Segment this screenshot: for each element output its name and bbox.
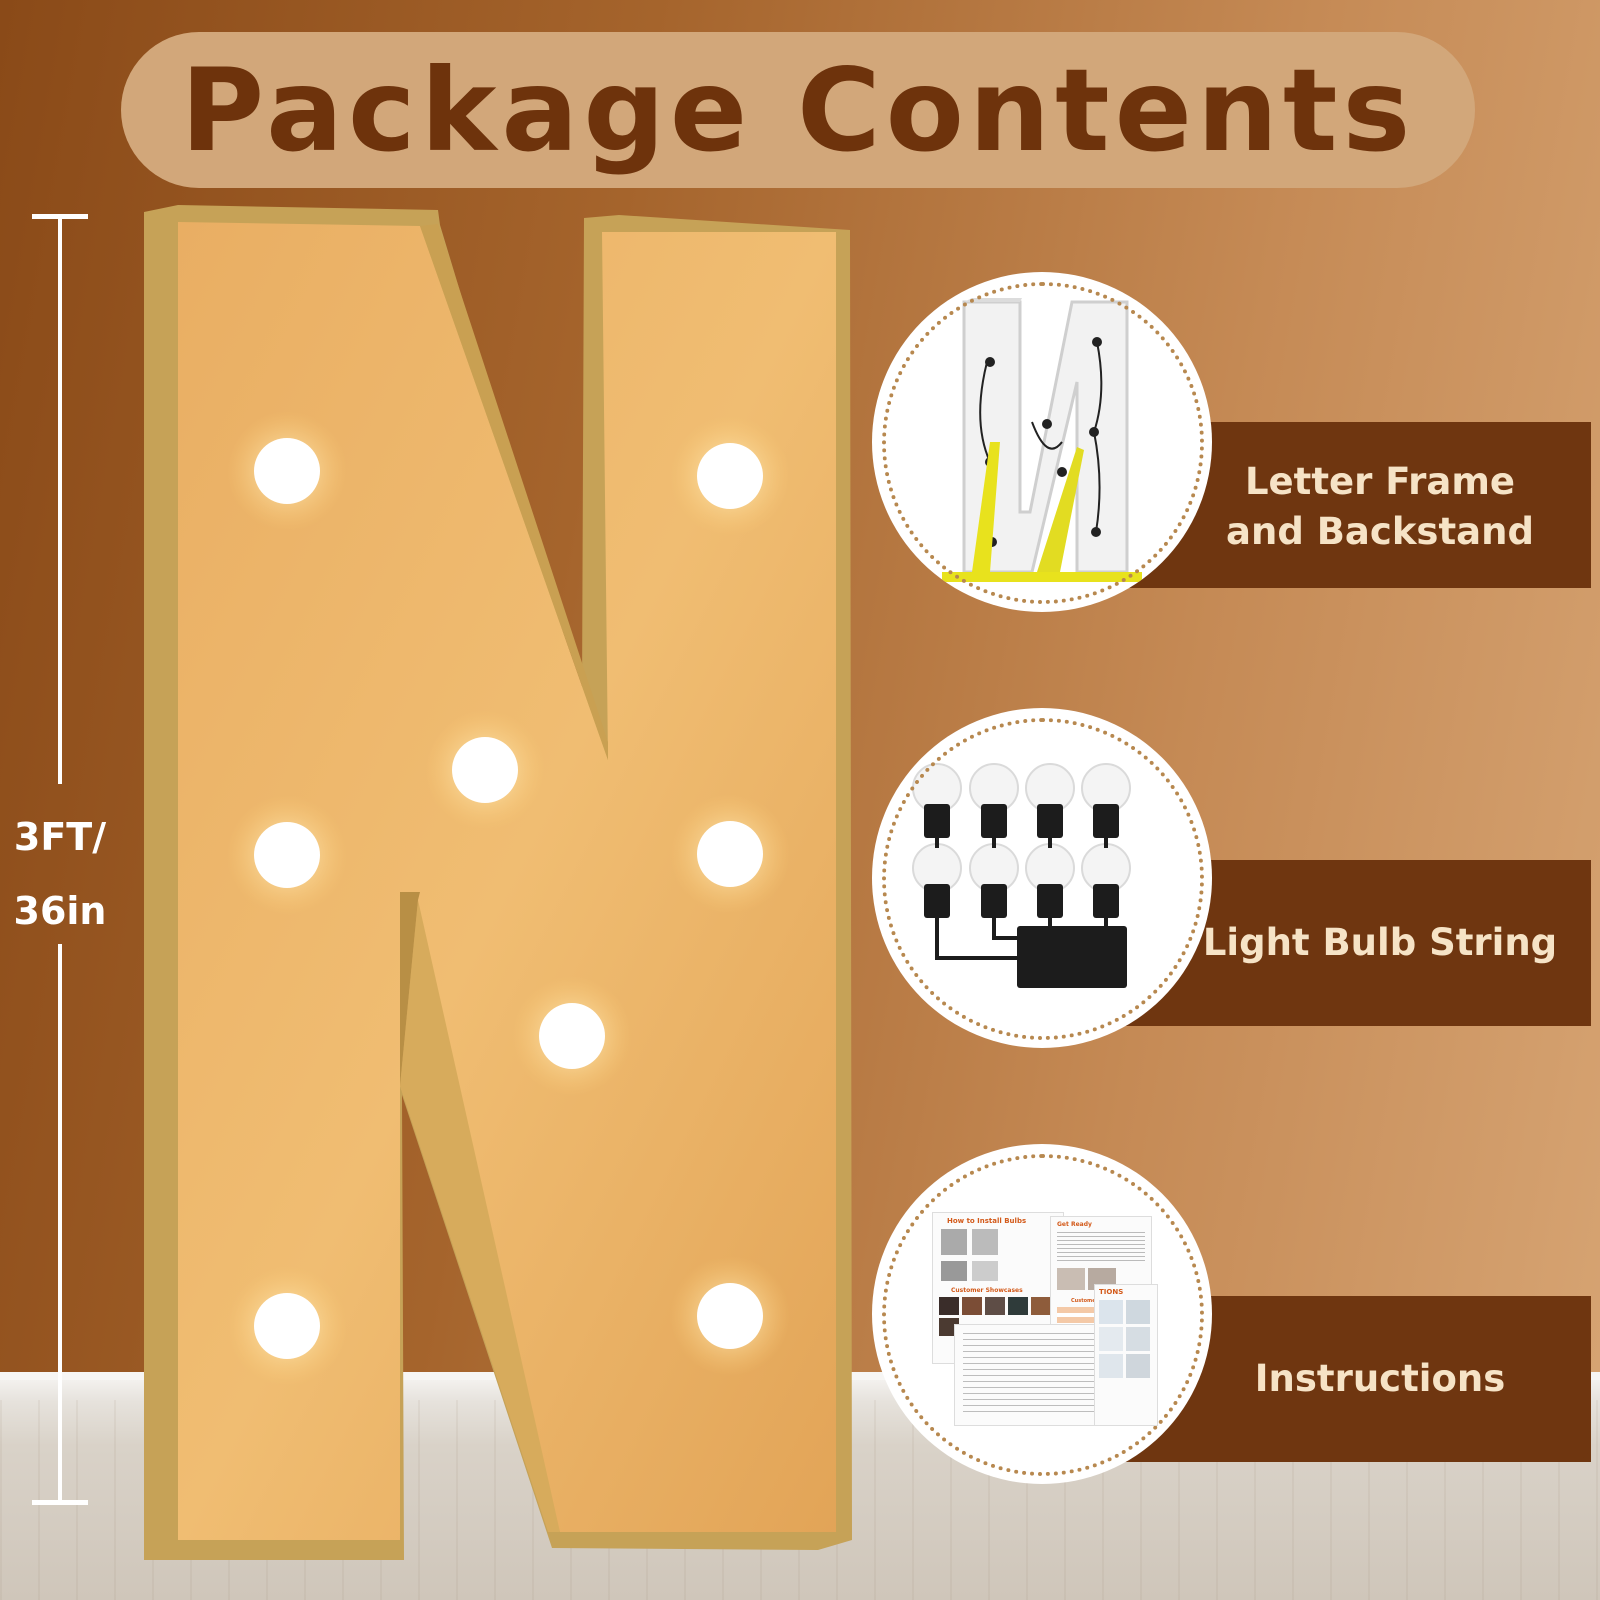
instructions-sheet-4: TIONS [1094,1284,1158,1426]
label-letter-frame: Letter Frame and Backstand [1226,460,1534,553]
letter-inner-edge-top [420,224,608,760]
letter-inner-edge-bottom [400,900,560,1532]
dimension-bottom-cap [32,1500,88,1505]
item-circle-instructions: How to Install Bulbs Customer Showcases … [872,1144,1212,1484]
letter-face [178,222,836,1540]
dimension-line-top [58,214,62,784]
dimension-label: 3FT/ 36in [0,800,120,948]
dimension-line-bottom [58,944,62,1504]
dimension-feet: 3FT/ [13,815,107,859]
banner-letter-frame-curve [1440,422,1590,588]
title-pill [121,32,1475,188]
item-circle-bulb-string [872,708,1212,1048]
banner-bulb-string-curve [1440,860,1590,1026]
letter-bulbs [227,411,790,1386]
label-instructions: Instructions [1254,1357,1506,1400]
banner-instructions-curve [1440,1296,1590,1462]
instructions-sheet-3 [954,1324,1106,1426]
item-circle-letter-frame [872,272,1212,612]
letter-inner-slot [400,892,420,1086]
label-bulb-string: Light Bulb String [1202,921,1558,964]
dimension-inches: 36in [13,889,107,933]
marquee-letter-n [144,205,852,1560]
page-title: Package Contents [180,43,1416,177]
